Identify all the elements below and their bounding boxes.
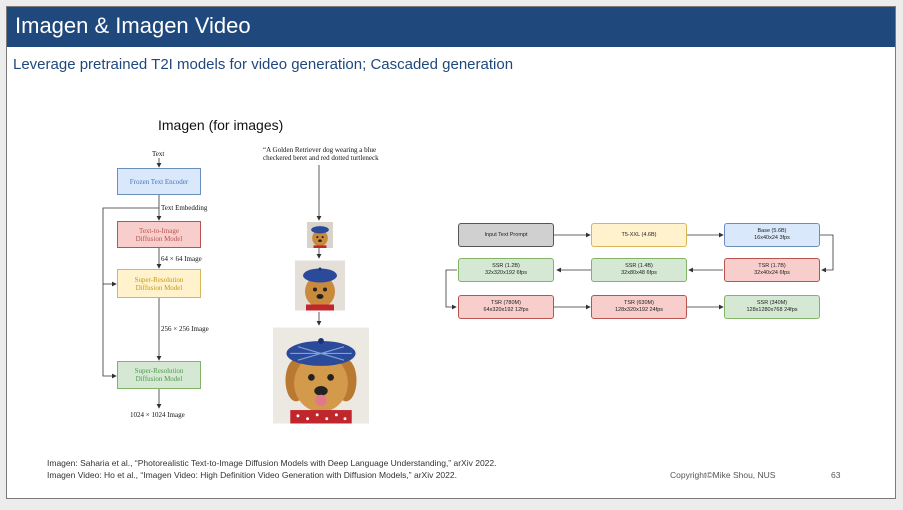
sr1-label-line2: Diffusion Model	[135, 283, 183, 292]
slide: Imagen & Imagen Video Leverage pretraine…	[6, 6, 896, 499]
title-bar: Imagen & Imagen Video	[7, 7, 895, 47]
reference-imagen-video: Imagen Video: Ho et al., “Imagen Video: …	[47, 470, 457, 480]
slide-subtitle: Leverage pretrained T2I models for video…	[13, 56, 514, 73]
tsr1-spec: 32x40x24 6fps	[754, 270, 790, 276]
text-embedding-label: Text Embedding	[161, 204, 208, 212]
t2i-diffusion-box: Text-to-Image Diffusion Model	[117, 221, 201, 248]
frozen-text-encoder-box: Frozen Text Encoder	[117, 168, 201, 195]
base-model-box: Base (5.6B) 16x40x24 3fps	[724, 223, 820, 247]
sr2-diffusion-box: Super-Resolution Diffusion Model	[117, 361, 201, 389]
tsr3-name: TSR (630M)	[624, 300, 654, 306]
image-256-label: 256 × 256 Image	[161, 325, 209, 333]
image-64-label: 64 × 64 Image	[161, 255, 202, 263]
example-prompt-line2: checkered beret and red dotted turtlenec…	[263, 154, 379, 162]
tsr1-box: TSR (1.7B) 32x40x24 6fps	[724, 258, 820, 282]
tsr1-name: TSR (1.7B)	[758, 263, 786, 269]
base-model-name: Base (5.6B)	[757, 228, 787, 234]
text-input-label: Text	[152, 150, 165, 158]
tsr2-spec: 64x320x192 12fps	[483, 307, 529, 313]
ssr2-spec: 32x320x192 6fps	[485, 270, 527, 276]
input-text-prompt-box: Input Text Prompt	[458, 223, 554, 247]
image-1024-label: 1024 × 1024 Image	[130, 411, 185, 419]
sr1-diffusion-box: Super-Resolution Diffusion Model	[117, 269, 201, 298]
ssr1-name: SSR (1.4B)	[625, 263, 653, 269]
imagen-heading: Imagen (for images)	[158, 117, 284, 133]
ssr3-box: SSR (340M) 128x1280x768 24fps	[724, 295, 820, 319]
t5-xxl-box: T5-XXL (4.6B)	[591, 223, 687, 247]
dog-image-64	[307, 222, 333, 248]
encoder-label: Frozen Text Encoder	[129, 177, 189, 186]
sr2-label-line2: Diffusion Model	[135, 375, 183, 383]
copyright: Copyright©Mike Shou, NUS	[670, 470, 776, 480]
ssr1-spec: 32x80x48 6fps	[621, 270, 657, 276]
ssr2-box: SSR (1.2B) 32x320x192 6fps	[458, 258, 554, 282]
dog-image-1024	[273, 327, 369, 424]
t2i-label-line2: Diffusion Model	[135, 234, 183, 243]
dog-image-256	[295, 260, 345, 311]
base-model-spec: 16x40x24 3fps	[754, 235, 790, 241]
tsr2-name: TSR (780M)	[491, 300, 521, 306]
example-prompt-line1: “A Golden Retriever dog wearing a blue	[263, 146, 377, 154]
page-number: 63	[831, 470, 841, 480]
tsr3-box: TSR (630M) 128x320x192 24fps	[591, 295, 687, 319]
slide-title: Imagen & Imagen Video	[15, 13, 251, 38]
t2i-label-line1: Text-to-Image	[139, 226, 179, 235]
reference-imagen: Imagen: Saharia et al., “Photorealistic …	[47, 458, 497, 468]
ssr2-name: SSR (1.2B)	[492, 263, 520, 269]
sr2-label-line1: Super-Resolution	[134, 367, 184, 375]
ssr3-spec: 128x1280x768 24fps	[746, 307, 798, 313]
ssr3-name: SSR (340M)	[756, 300, 788, 306]
t5-xxl-label: T5-XXL (4.6B)	[621, 231, 657, 238]
ssr1-box: SSR (1.4B) 32x80x48 6fps	[591, 258, 687, 282]
references: Imagen: Saharia et al., “Photorealistic …	[47, 457, 497, 481]
input-text-prompt-label: Input Text Prompt	[484, 231, 528, 238]
tsr2-box: TSR (780M) 64x320x192 12fps	[458, 295, 554, 319]
tsr3-spec: 128x320x192 24fps	[614, 307, 663, 313]
sr1-label-line1: Super-Resolution	[134, 275, 184, 284]
